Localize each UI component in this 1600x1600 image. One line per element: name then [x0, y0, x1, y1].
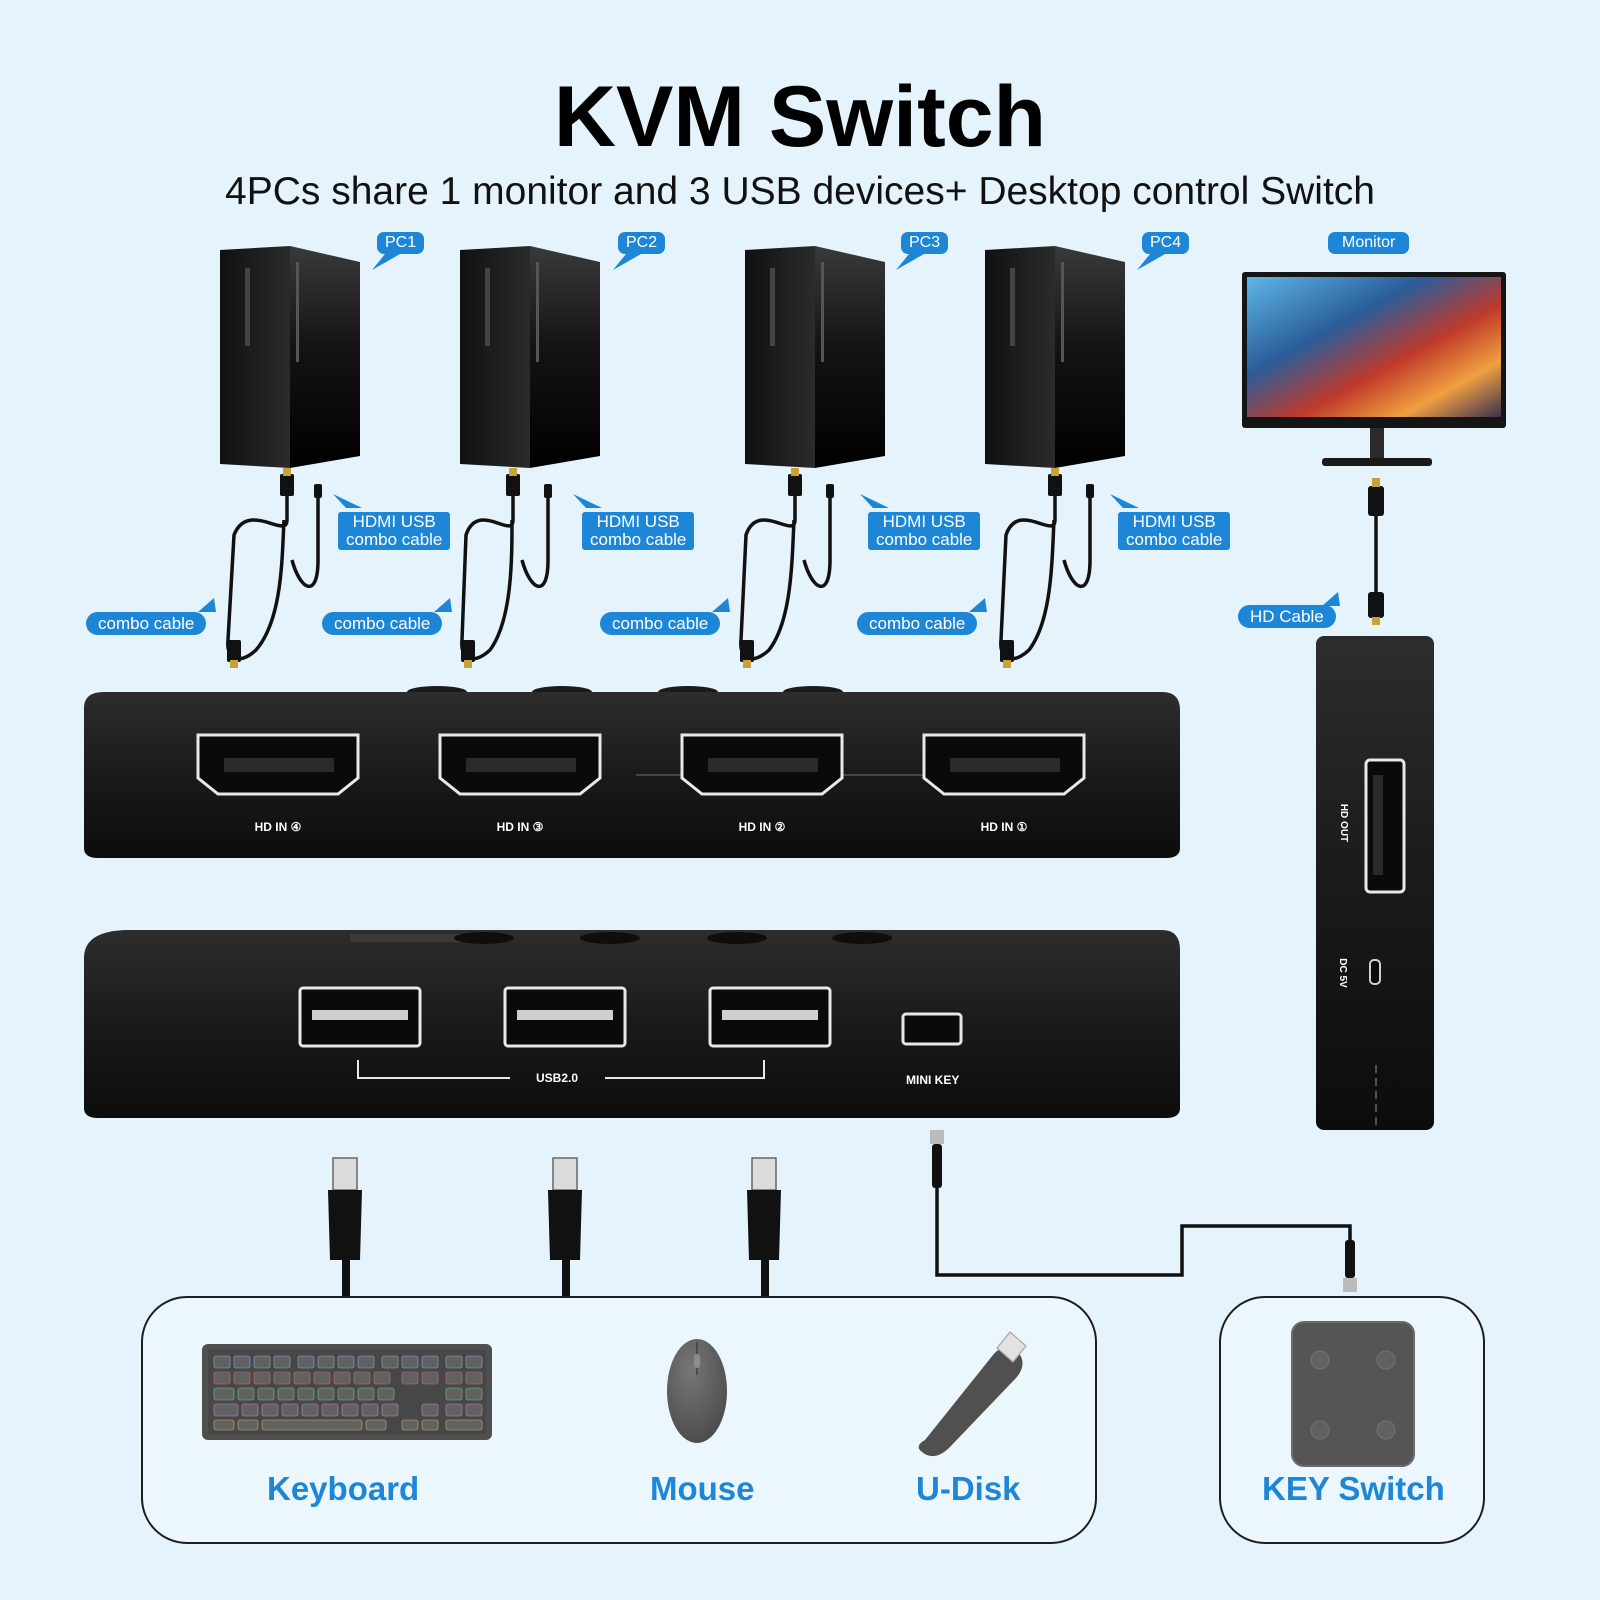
u-disk: [918, 1331, 1027, 1457]
cable-connectors: [227, 468, 1384, 668]
mouse-label: Mouse: [650, 1470, 755, 1507]
kvm-switch-front: [84, 686, 1180, 858]
pc-label-1: PC1: [377, 232, 425, 254]
pc-label-3: PC3: [901, 232, 949, 254]
combo-cable-label-1: combo cable: [86, 612, 207, 635]
kvm-switch-back: [84, 930, 1180, 1118]
monitor-label: Monitor: [1328, 232, 1410, 254]
pc-tower-1: [220, 246, 360, 468]
key-switch-label: KEY Switch: [1262, 1470, 1445, 1507]
pc-tower-3: [745, 246, 885, 468]
label-pointers: [198, 254, 1340, 612]
key-switch-cable: [930, 1130, 1357, 1292]
usb-cables: [328, 1157, 781, 1298]
keyboard: [202, 1344, 492, 1440]
pc-tower-4: [985, 246, 1125, 468]
pc-label-4: PC4: [1142, 232, 1190, 254]
page-title: KVM Switch: [553, 69, 1047, 165]
keyboard-label: Keyboard: [267, 1470, 420, 1507]
kvm-switch-side: [1316, 636, 1434, 1130]
usb-ports-label: USB2.0: [536, 1071, 579, 1085]
usb-devices-panel: [141, 1296, 1097, 1544]
key-switch-panel: [1219, 1296, 1485, 1544]
hd-out-label: HD OUT: [1338, 803, 1349, 843]
u-disk-label: U-Disk: [916, 1470, 1021, 1507]
mini-key-label: MINI KEY: [906, 1073, 960, 1087]
monitor: [1242, 272, 1506, 466]
page-subtitle: 4PCs share 1 monitor and 3 USB devices+ …: [225, 170, 1375, 213]
pc-label-2: PC2: [618, 232, 666, 254]
key-switch-device: [1291, 1321, 1415, 1467]
pc-tower-2: [460, 246, 600, 468]
combo-cable-label-3: combo cable: [600, 612, 721, 635]
hd-cable-label: HD Cable: [1238, 605, 1336, 628]
combo-cable-label-2: combo cable: [322, 612, 443, 635]
dc-5v-label: DC 5V: [1337, 958, 1348, 988]
combo-cable-label-4: combo cable: [857, 612, 978, 635]
mouse: [667, 1339, 727, 1443]
